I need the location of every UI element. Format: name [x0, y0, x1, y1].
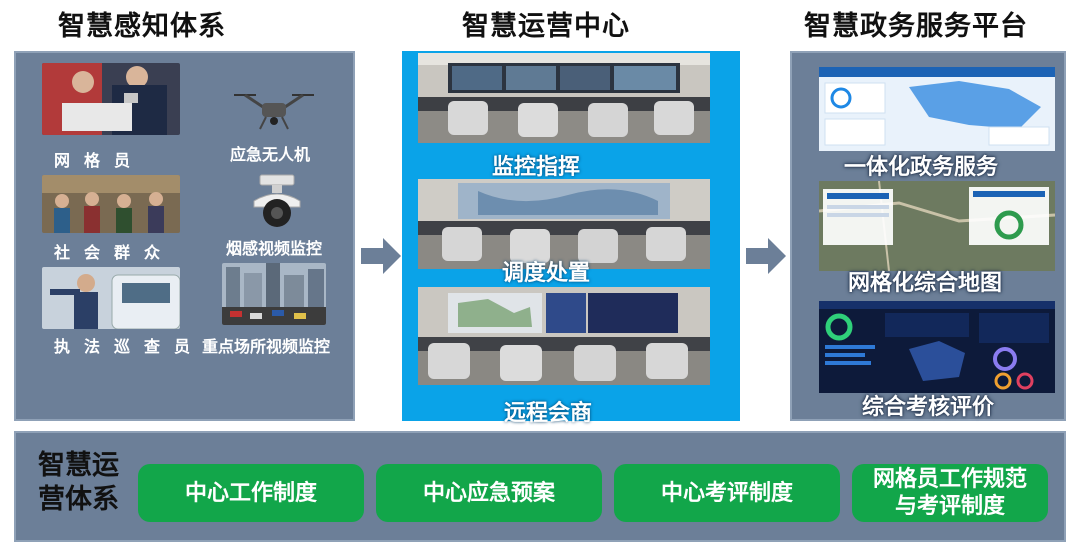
- assessment-dashboard: [819, 301, 1055, 393]
- arrow-right-icon: [361, 238, 401, 274]
- patrol-officer-photo: [42, 267, 180, 329]
- operation-system-bar: 智慧运营体系 中心工作制度 中心应急预案 中心考评制度 网格员工作规范与考评制度: [14, 431, 1066, 542]
- grid-map-screenshot: [819, 181, 1055, 271]
- drone-label: 应急无人机: [230, 145, 311, 164]
- venue-camera-label: 重点场所视频监控: [202, 337, 331, 356]
- operation-center-panel: 监控指挥 调度处置 远程会商: [402, 51, 740, 426]
- center-work-rules-button[interactable]: 中心工作制度: [138, 464, 364, 522]
- operation-system-title: 智慧运营体系: [38, 450, 119, 515]
- patrol-officer-label: 执法巡查员: [54, 337, 205, 356]
- grid-worker-rules-button[interactable]: 网格员工作规范与考评制度: [852, 464, 1048, 522]
- venue-street-photo: [222, 263, 326, 325]
- smoke-camera-label: 烟感视频监控: [226, 239, 323, 258]
- operation-center-title: 智慧运营中心: [462, 11, 630, 42]
- consultation-room-photo: [418, 287, 710, 385]
- remote-consultation-caption: 远程会商: [504, 401, 593, 426]
- dome-camera-icon: [246, 173, 308, 229]
- integrated-service-caption: 一体化政务服务: [844, 155, 999, 180]
- assessment-caption: 综合考核评价: [862, 395, 995, 420]
- public-label: 社会群众: [54, 243, 175, 262]
- dispatch-room-photo: [418, 179, 710, 269]
- grid-worker-label: 网格员: [54, 151, 145, 170]
- grid-map-caption: 网格化综合地图: [848, 271, 1003, 296]
- monitoring-room-photo: [418, 53, 710, 143]
- gov-service-panel: 一体化政务服务 网格化综合地图: [790, 51, 1066, 421]
- monitoring-command-caption: 监控指挥: [492, 155, 581, 180]
- center-evaluation-rules-button[interactable]: 中心考评制度: [614, 464, 840, 522]
- drone-icon: [226, 85, 322, 135]
- public-photo: [42, 175, 180, 233]
- dispatch-caption: 调度处置: [502, 261, 591, 286]
- sensing-system-title: 智慧感知体系: [58, 11, 226, 42]
- grid-worker-photo: [42, 63, 180, 135]
- integrated-service-dashboard: [819, 67, 1055, 151]
- center-emergency-plan-button[interactable]: 中心应急预案: [376, 464, 602, 522]
- arrow-right-icon: [746, 238, 786, 274]
- sensing-system-panel: 网格员 应急无人机 社会群众: [14, 51, 355, 421]
- gov-service-platform-title: 智慧政务服务平台: [804, 11, 1028, 42]
